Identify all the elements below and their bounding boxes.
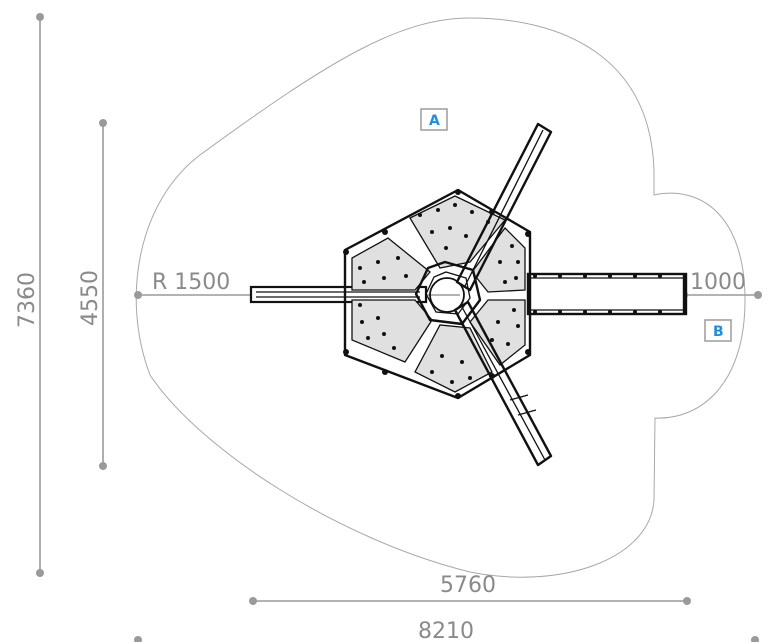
bolt-dot: [450, 380, 454, 384]
safety-zone-outline: [135, 17, 746, 578]
bolt-dot: [583, 310, 587, 314]
bolt-pattern: [343, 189, 662, 399]
bolt-dot: [658, 310, 662, 314]
structure-width-dimension: 5760: [249, 573, 691, 605]
bolt-dot: [558, 310, 562, 314]
bolt-dot: [376, 260, 380, 264]
upper-right-beam: [455, 122, 553, 292]
bolt-dot: [382, 369, 388, 375]
bolt-dot: [468, 376, 472, 380]
bolt-dot: [430, 370, 434, 374]
bolt-dot: [608, 274, 612, 278]
right-bridge: [526, 272, 688, 316]
bolt-dot: [470, 210, 474, 214]
bolt-dot: [658, 274, 662, 278]
bolt-dot: [455, 393, 461, 399]
bolt-dot: [533, 274, 537, 278]
bolt-dot: [358, 266, 362, 270]
bolt-dot: [396, 256, 400, 260]
bolt-dot: [362, 280, 366, 284]
bolt-dot: [633, 274, 637, 278]
panel-right-top: [471, 227, 526, 293]
structure-height-dimension: 4550: [78, 119, 107, 470]
bolt-dot: [376, 316, 380, 320]
bolt-dot: [358, 303, 362, 307]
bolt-dot: [486, 220, 490, 224]
bolt-dot: [558, 274, 562, 278]
bolt-dot: [343, 249, 349, 255]
panel-left-bottom: [351, 299, 433, 363]
left-beam: [249, 285, 428, 304]
bolt-dot: [516, 324, 520, 328]
structure-height-label: 4550: [78, 270, 103, 326]
bolt-dot: [510, 244, 514, 248]
zone-b-marker: B: [704, 319, 732, 342]
bolt-dot: [444, 246, 448, 250]
zone-a-marker: A: [420, 108, 448, 131]
overall-width-dimension: 8210: [134, 619, 759, 642]
bolt-dot: [503, 280, 507, 284]
bolt-dot: [453, 203, 457, 207]
bolt-dot: [343, 349, 349, 355]
offset-right-dimension: 1000: [680, 270, 762, 299]
bolt-dot: [430, 230, 434, 234]
radius-label: R 1500: [152, 270, 230, 295]
bolt-dot: [382, 276, 386, 280]
bolt-dot: [633, 310, 637, 314]
panel-right-bottom: [469, 299, 526, 366]
bolt-dot: [496, 320, 500, 324]
bolt-dot: [489, 373, 495, 379]
bolt-dot: [498, 260, 502, 264]
bolt-dot: [516, 260, 520, 264]
bolt-dot: [525, 231, 531, 237]
bolt-dot: [404, 274, 408, 278]
bolt-dot: [525, 349, 531, 355]
bolt-dot: [514, 276, 518, 280]
bolt-dot: [490, 338, 494, 342]
bolt-dot: [533, 310, 537, 314]
bolt-dot: [583, 274, 587, 278]
play-structure: [249, 122, 688, 467]
structure-width-label: 5760: [440, 573, 496, 598]
central-post-core: [429, 277, 465, 313]
bolt-dot: [360, 320, 364, 324]
bolt-dot: [489, 209, 495, 215]
zone-b-label: B: [713, 324, 724, 340]
bolt-dot: [608, 310, 612, 314]
bolt-dot: [448, 226, 452, 230]
bolt-dot: [440, 354, 444, 358]
overall-height-label: 7360: [15, 272, 40, 328]
bolt-dot: [464, 234, 468, 238]
overall-height-dimension: 7360: [15, 13, 44, 577]
lower-right-beam: [453, 300, 553, 467]
bolt-dot: [382, 332, 386, 336]
offset-right-label: 1000: [690, 270, 746, 295]
bolt-dot: [506, 342, 510, 346]
bolt-dot: [512, 308, 516, 312]
zone-a-label: A: [429, 113, 440, 129]
bolt-dot: [382, 229, 388, 235]
bolt-dot: [392, 346, 396, 350]
bolt-dot: [418, 213, 422, 217]
bolt-dot: [460, 360, 464, 364]
bolt-dot: [366, 336, 370, 340]
bolt-dot: [455, 189, 461, 195]
panel-left-top: [351, 237, 431, 291]
central-post-outer: [414, 260, 482, 326]
overall-width-label: 8210: [418, 619, 474, 642]
bolt-dot: [436, 208, 440, 212]
